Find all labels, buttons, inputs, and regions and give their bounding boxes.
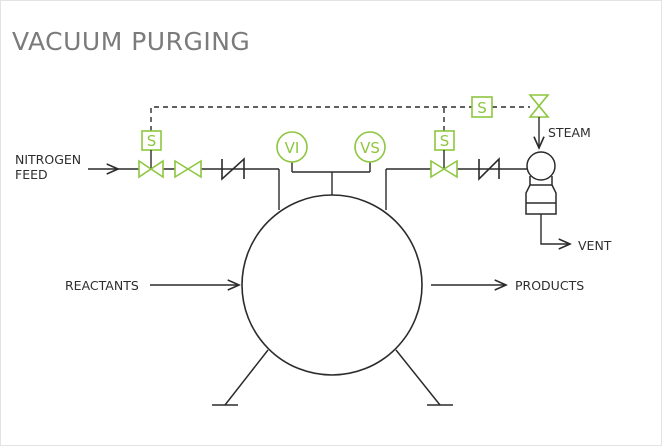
right-leg [395, 349, 441, 406]
valve-2 [174, 159, 202, 179]
solenoid-s2-label: S [440, 132, 450, 150]
ejector-body [529, 176, 553, 186]
solenoid-s1-label: S [147, 132, 157, 150]
solenoid-s3-box [471, 96, 493, 118]
reactants-label: REACTANTS [65, 278, 139, 293]
vi-instrument-label: VI [285, 139, 300, 157]
vs-instrument-label: VS [360, 139, 380, 157]
nitrogen-feed-label: NITROGEN FEED [15, 152, 81, 182]
ejector-head [526, 151, 556, 181]
check-valve-2 [478, 157, 500, 181]
ejector-diffuser [525, 184, 557, 215]
nitrogen-label-line1: NITROGEN [15, 152, 82, 167]
vent-pipe [540, 214, 570, 244]
left-leg [224, 349, 269, 406]
nitrogen-label-line2: FEED [15, 167, 48, 182]
steam-valve [528, 94, 550, 118]
products-label: PRODUCTS [515, 278, 585, 293]
vs-instrument-circle [354, 131, 386, 163]
reactor-vessel [241, 194, 423, 376]
diagram-title: VACUUM PURGING [12, 27, 251, 56]
control-signal-line [150, 106, 530, 131]
valve-3 [430, 159, 458, 179]
vi-instrument-circle [276, 131, 308, 163]
check-valve-1 [221, 157, 245, 181]
valve-1 [138, 159, 164, 179]
vent-label: VENT [578, 238, 612, 253]
steam-label: STEAM [548, 125, 591, 140]
solenoid-s3-label: S [477, 99, 487, 117]
